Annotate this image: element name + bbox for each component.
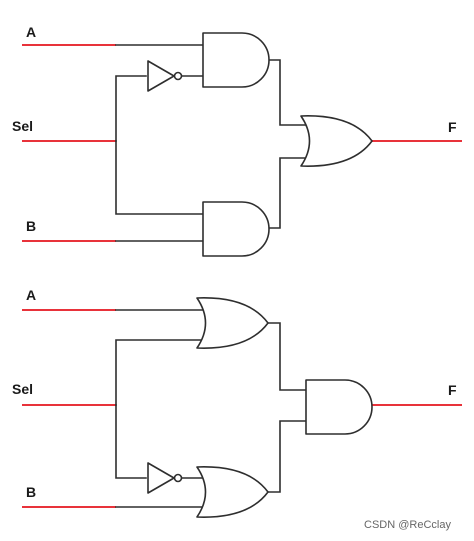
top-and-gate-2 [202,201,270,257]
bottom-not-bubble [173,473,183,483]
top-wire-sel-to-and2 [115,140,204,215]
top-output-f-label: F [448,119,457,135]
top-input-a-label: A [26,24,36,40]
bottom-input-a-label: A [26,287,36,303]
top-not-gate [147,60,175,92]
top-wire-and2-to-or [267,157,307,229]
bottom-wire-or1-to-and [267,322,307,391]
top-and-gate-1 [202,32,270,88]
bottom-or-gate-1 [196,297,269,349]
bottom-output-f-label: F [448,382,457,398]
bottom-input-b-label: B [26,484,36,500]
top-mux-circuit: A Sel B F [12,24,462,257]
watermark-text: CSDN @ReCclay [364,519,451,531]
bottom-not-gate [147,462,175,494]
top-input-sel-label: Sel [12,118,33,134]
top-wire-and1-to-or [267,59,307,126]
bottom-wire-or2-to-and [267,420,307,493]
bottom-wire-sel-to-or1 [115,339,206,406]
bottom-input-sel-label: Sel [12,381,33,397]
bottom-wire-sel-to-not [115,404,147,479]
top-input-b-label: B [26,218,36,234]
top-or-gate [300,115,373,167]
top-wire-sel-to-not [115,75,147,142]
bottom-or-gate-2 [196,466,269,518]
bottom-and-gate [305,379,373,435]
bottom-mux-circuit: A Sel B F [12,287,462,518]
top-not-bubble [173,71,183,81]
